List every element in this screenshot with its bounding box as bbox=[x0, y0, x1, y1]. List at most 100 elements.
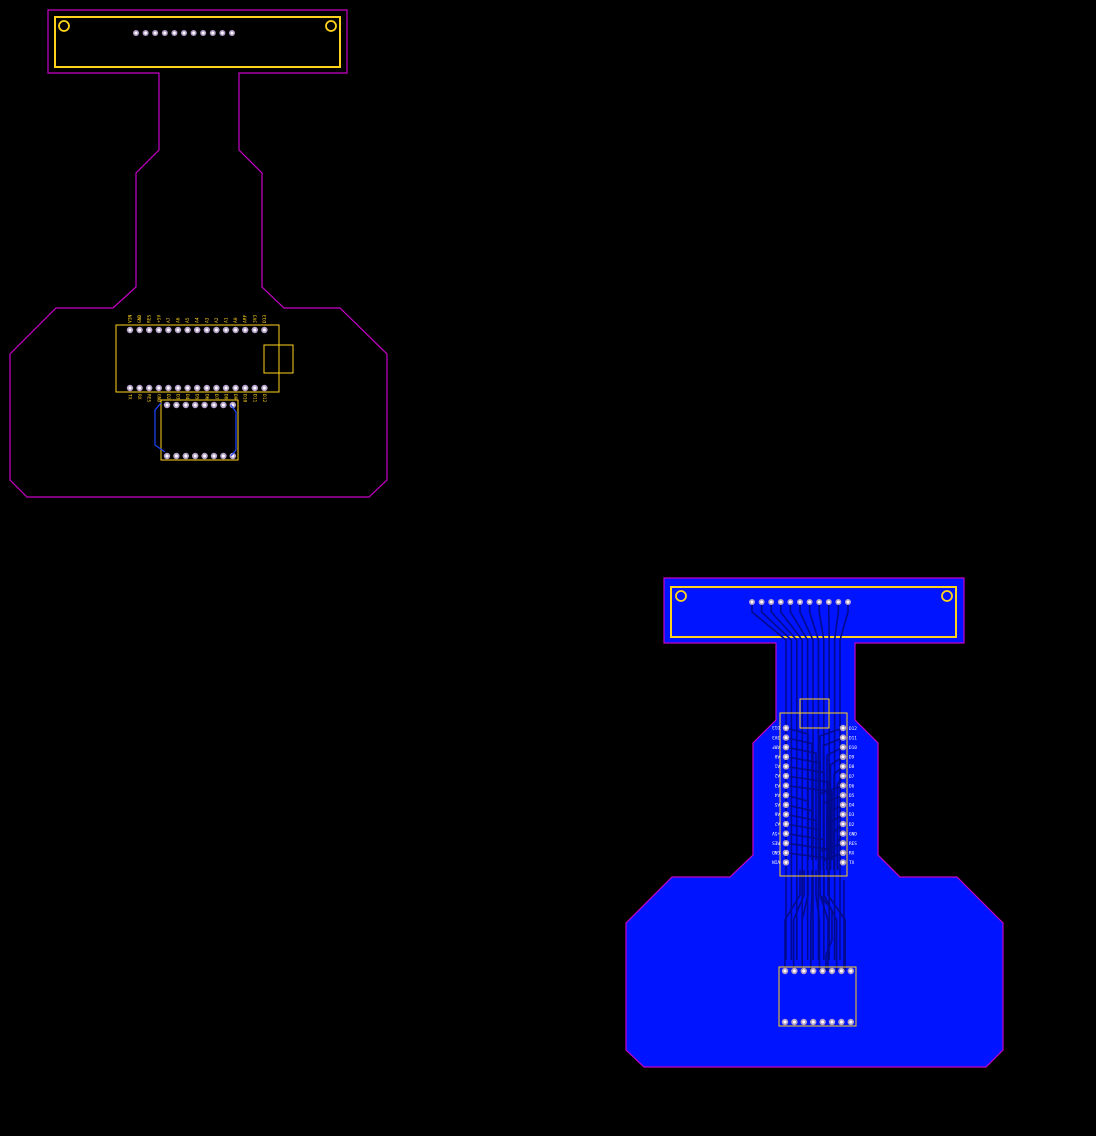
pad bbox=[192, 401, 199, 409]
pad bbox=[847, 967, 854, 975]
pad bbox=[173, 401, 180, 409]
pad bbox=[213, 326, 220, 334]
pad bbox=[782, 801, 790, 808]
display-module-silkscreen bbox=[54, 16, 341, 68]
pad bbox=[782, 782, 790, 789]
pad bbox=[142, 30, 149, 36]
trace bbox=[770, 602, 798, 960]
trace bbox=[819, 894, 833, 971]
pin-label: A3 bbox=[774, 782, 780, 788]
pin-label: A5 bbox=[185, 317, 191, 323]
pin-label: A0 bbox=[774, 753, 780, 759]
pin-label: D7 bbox=[213, 394, 219, 400]
pad bbox=[782, 820, 790, 828]
pin-label: A1 bbox=[774, 763, 780, 769]
pin-label: D10 bbox=[849, 745, 857, 751]
trace bbox=[785, 784, 833, 860]
trace bbox=[751, 602, 787, 960]
pad bbox=[173, 452, 180, 460]
pad bbox=[184, 326, 191, 334]
pin-label: 3V3 bbox=[772, 734, 780, 740]
pin-label: RES bbox=[147, 314, 153, 323]
pad bbox=[220, 452, 227, 460]
pad bbox=[213, 384, 220, 392]
pad bbox=[800, 1018, 807, 1026]
pad bbox=[847, 1018, 854, 1026]
pin-label: RX bbox=[136, 394, 142, 400]
pad bbox=[126, 326, 134, 334]
trace bbox=[839, 602, 849, 960]
pad bbox=[839, 849, 847, 856]
pad bbox=[791, 1018, 798, 1026]
pin-label: D4 bbox=[184, 394, 190, 400]
arduino-nano-silkscreen bbox=[779, 712, 848, 877]
pin-label: RES bbox=[772, 839, 780, 845]
pad bbox=[136, 384, 143, 392]
pad bbox=[174, 384, 182, 392]
pad bbox=[242, 326, 249, 334]
pin-label: A7 bbox=[774, 820, 780, 826]
trace bbox=[154, 402, 166, 453]
pad bbox=[782, 792, 790, 799]
pin-label: D9 bbox=[849, 755, 855, 761]
pad bbox=[190, 30, 197, 36]
pad bbox=[839, 763, 847, 770]
pad bbox=[839, 724, 847, 732]
pad bbox=[782, 744, 790, 751]
trace bbox=[792, 870, 805, 971]
pad bbox=[781, 1018, 789, 1026]
pad bbox=[838, 967, 845, 975]
pin-label: +5V bbox=[772, 830, 780, 836]
trace bbox=[810, 870, 813, 971]
pad bbox=[163, 452, 171, 460]
pin-label: D11 bbox=[251, 394, 257, 403]
trace bbox=[827, 870, 846, 971]
pad bbox=[182, 401, 189, 409]
pad bbox=[800, 967, 807, 975]
pin-label: TX bbox=[849, 860, 855, 866]
pad bbox=[155, 384, 162, 392]
pad bbox=[810, 967, 817, 975]
pad bbox=[203, 326, 210, 334]
pad bbox=[210, 452, 218, 460]
pin-label: D6 bbox=[203, 394, 209, 400]
pad bbox=[828, 1018, 836, 1026]
pin-label: ARF bbox=[772, 743, 780, 749]
pad bbox=[192, 452, 199, 460]
pin-label: A4 bbox=[774, 791, 780, 797]
nano-top-header bbox=[126, 326, 268, 334]
pin-label: GND bbox=[137, 314, 143, 323]
pad bbox=[839, 734, 847, 741]
usb-connector-silkscreen bbox=[263, 344, 294, 374]
pin-label: D10 bbox=[242, 394, 248, 403]
trace bbox=[819, 870, 829, 971]
pad bbox=[782, 859, 790, 866]
sensor-module-pads bbox=[781, 967, 854, 1026]
pad bbox=[838, 1018, 845, 1026]
trace bbox=[808, 602, 820, 960]
pad bbox=[839, 830, 847, 837]
pin-label: ARF bbox=[243, 314, 249, 323]
pad bbox=[163, 401, 171, 409]
trace bbox=[785, 832, 825, 860]
pad bbox=[184, 384, 191, 392]
trace bbox=[829, 813, 844, 870]
pad bbox=[782, 811, 790, 818]
pin-label: A6 bbox=[774, 811, 780, 817]
pin-label: A4 bbox=[195, 317, 201, 323]
nano-right-header bbox=[839, 724, 847, 866]
nano-bottom-header bbox=[126, 384, 268, 392]
nano-left-header bbox=[782, 724, 790, 866]
pin-label: D13 bbox=[262, 314, 268, 323]
pin-label: D12 bbox=[849, 726, 857, 732]
pad bbox=[133, 30, 139, 36]
pad bbox=[839, 840, 847, 847]
pin-label: D3 bbox=[849, 812, 855, 818]
routed-traces bbox=[751, 602, 849, 971]
pad bbox=[797, 599, 803, 605]
display-connector-pads bbox=[133, 30, 235, 36]
trace bbox=[230, 404, 237, 457]
